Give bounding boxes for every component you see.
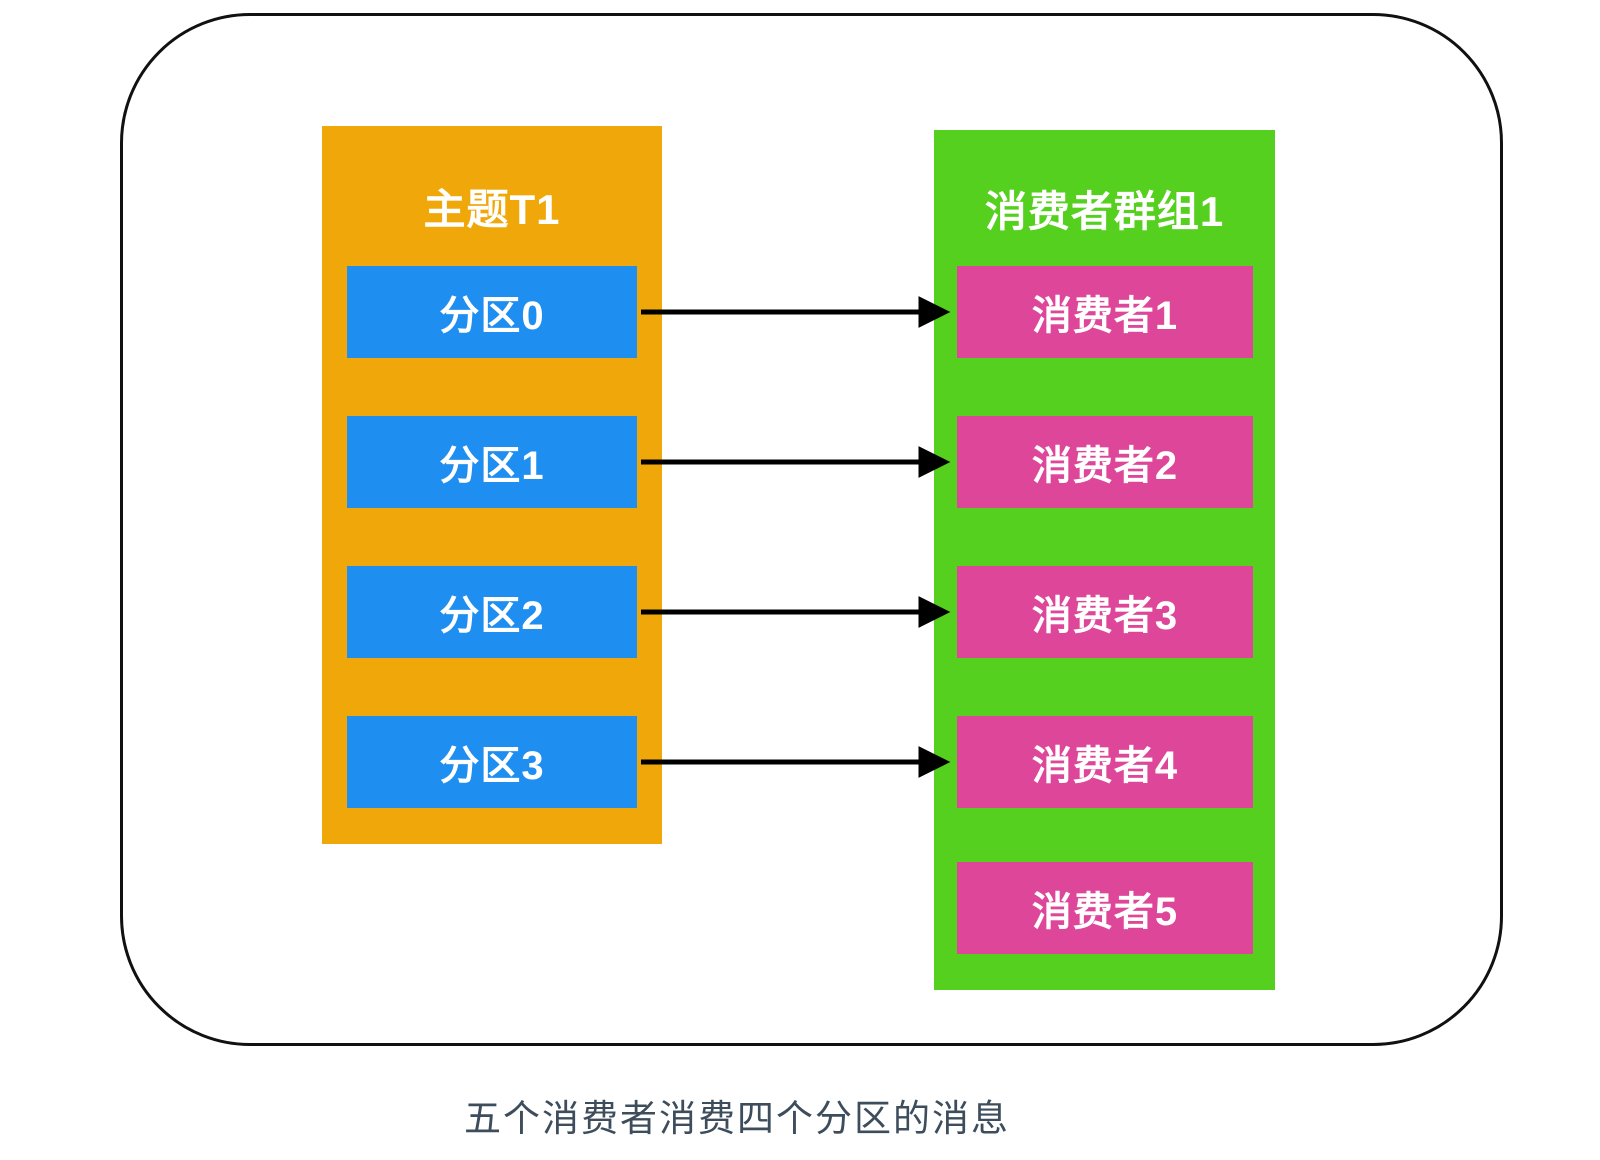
partition-box-0: 分区0 <box>347 266 637 358</box>
topic-title: 主题T1 <box>423 186 561 233</box>
consumer-box-4: 消费者5 <box>957 862 1253 954</box>
partition-box-2: 分区2 <box>347 566 637 658</box>
consumer-group-title: 消费者群组1 <box>984 188 1225 235</box>
consumer-box-0: 消费者1 <box>957 266 1253 358</box>
consumer-box-3: 消费者4 <box>957 716 1253 808</box>
diagram-outer-frame <box>120 13 1503 1046</box>
partition-box-3: 分区3 <box>347 716 637 808</box>
consumer-box-1: 消费者2 <box>957 416 1253 508</box>
partition-box-1: 分区1 <box>347 416 637 508</box>
diagram-caption: 五个消费者消费四个分区的消息 <box>464 1098 1010 1139</box>
consumer-group-box: 消费者群组1 消费者1 消费者2 消费者3 消费者4 消费者5 <box>934 130 1275 990</box>
consumer-box-2: 消费者3 <box>957 566 1253 658</box>
topic-box: 主题T1 分区0 分区1 分区2 分区3 <box>322 126 662 844</box>
